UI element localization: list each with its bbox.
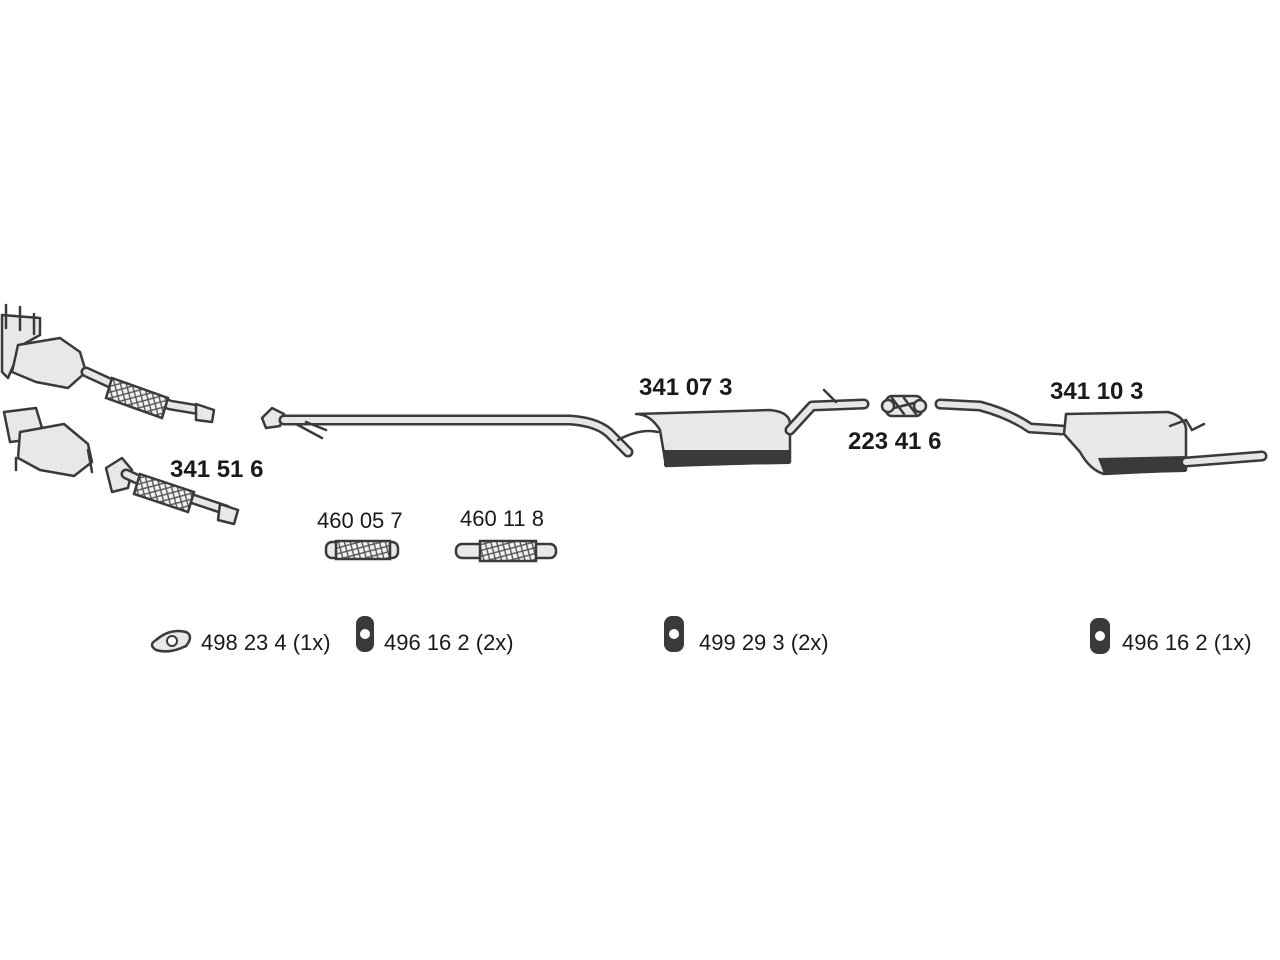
front-pipe: [104, 456, 240, 526]
gasket-icon: [150, 629, 192, 653]
part-label-flex-pipe-b: 460 11 8: [460, 506, 545, 531]
part-label-front-pipe: 341 51 6: [170, 456, 264, 483]
flex-pipe-460-11-8: [454, 539, 558, 563]
catalytic-converter-upper: [0, 303, 216, 424]
pipe-clamp: [880, 394, 928, 418]
center-silencer: [616, 388, 870, 468]
intermediate-pipe: [260, 406, 634, 458]
accessory-label-gasket: 498 23 4 (1x): [201, 630, 331, 655]
catalytic-converter-lower: [2, 406, 94, 478]
part-label-rear-silencer: 341 10 3: [1050, 378, 1144, 405]
part-label-flex-pipe-a: 460 05 7: [317, 508, 403, 533]
accessory-label-mount-center: 499 29 3 (2x): [699, 630, 829, 655]
rubber-mount-icon: [664, 616, 684, 652]
rubber-mount-icon: [1090, 618, 1110, 654]
rubber-mount-icon: [356, 616, 374, 652]
flex-pipe-460-05-7: [324, 539, 400, 561]
accessory-label-mount-front: 496 16 2 (2x): [384, 630, 514, 655]
part-label-center-silencer: 341 07 3: [639, 374, 733, 401]
accessory-label-mount-rear: 496 16 2 (1x): [1122, 630, 1252, 655]
rear-silencer: [934, 398, 1268, 476]
part-label-clamp: 223 41 6: [848, 428, 942, 455]
